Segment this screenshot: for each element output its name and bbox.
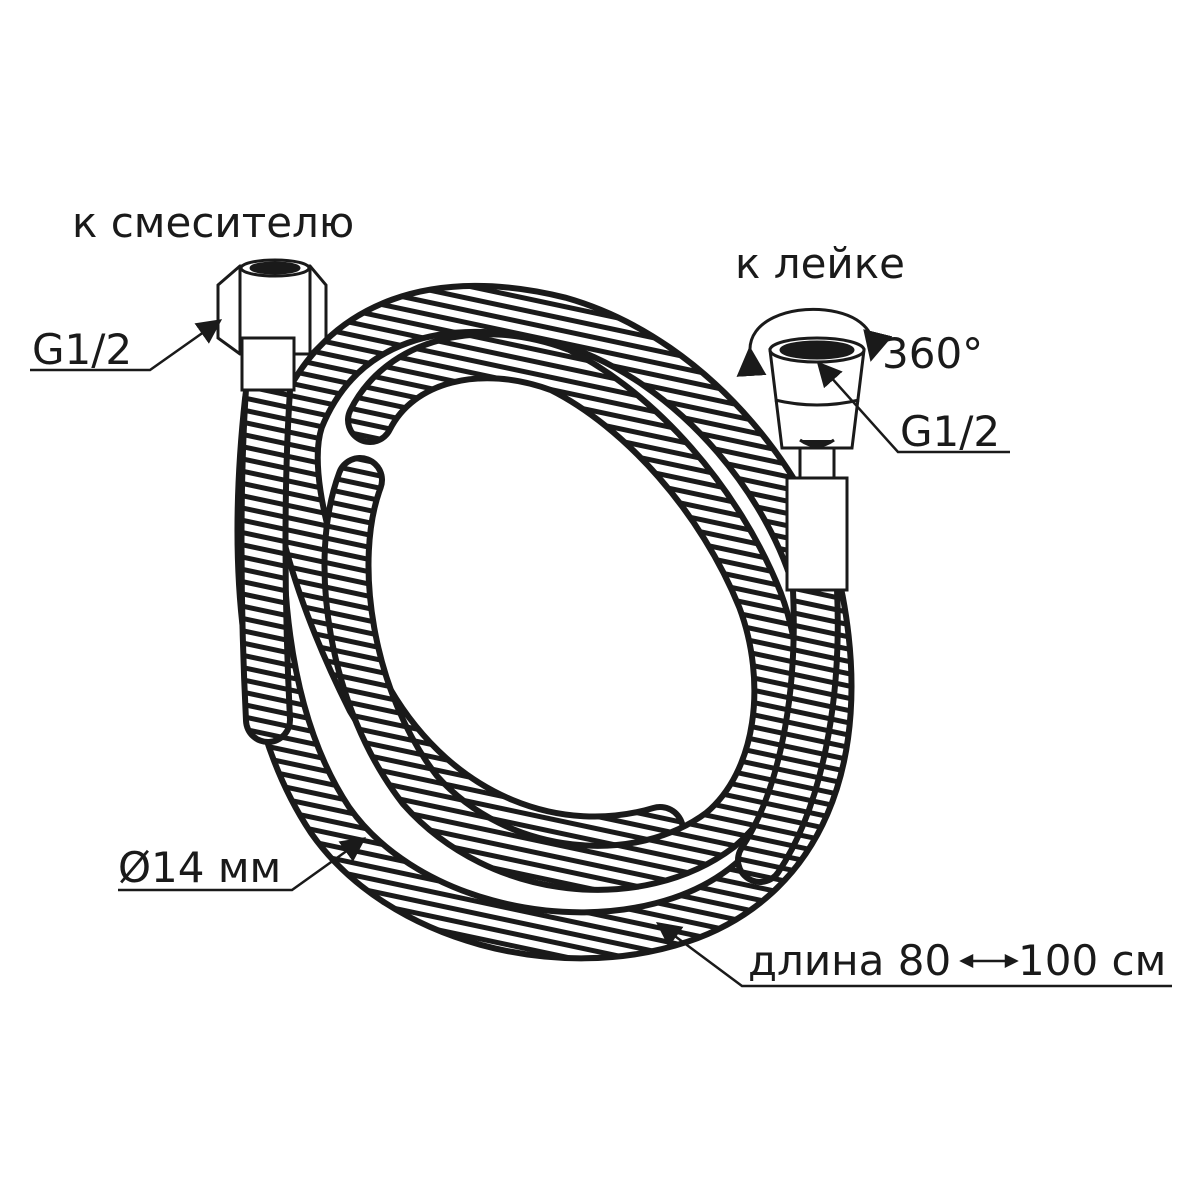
label-diameter: Ø14 мм	[118, 843, 281, 892]
label-length-suffix: 100 см	[1018, 936, 1166, 985]
leader-thread-left	[30, 319, 223, 372]
label-mixer-end: к смесителю	[72, 198, 354, 247]
leader-lines	[30, 319, 1172, 988]
circular-arrow-icon	[736, 307, 893, 377]
hose-coil	[234, 282, 855, 962]
double-arrow-icon	[959, 953, 1019, 969]
label-shower-end: к лейке	[735, 239, 905, 288]
label-thread-left: G1/2	[32, 325, 132, 374]
leader-thread-right	[816, 361, 1010, 454]
leader-diameter	[118, 837, 367, 892]
label-rotation: 360°	[882, 329, 983, 378]
label-thread-right: G1/2	[900, 407, 1000, 456]
leader-length	[655, 922, 1172, 988]
rotation-indicator	[736, 307, 893, 377]
label-length-prefix: длина 80	[748, 936, 951, 985]
mixer-nut	[216, 258, 328, 392]
